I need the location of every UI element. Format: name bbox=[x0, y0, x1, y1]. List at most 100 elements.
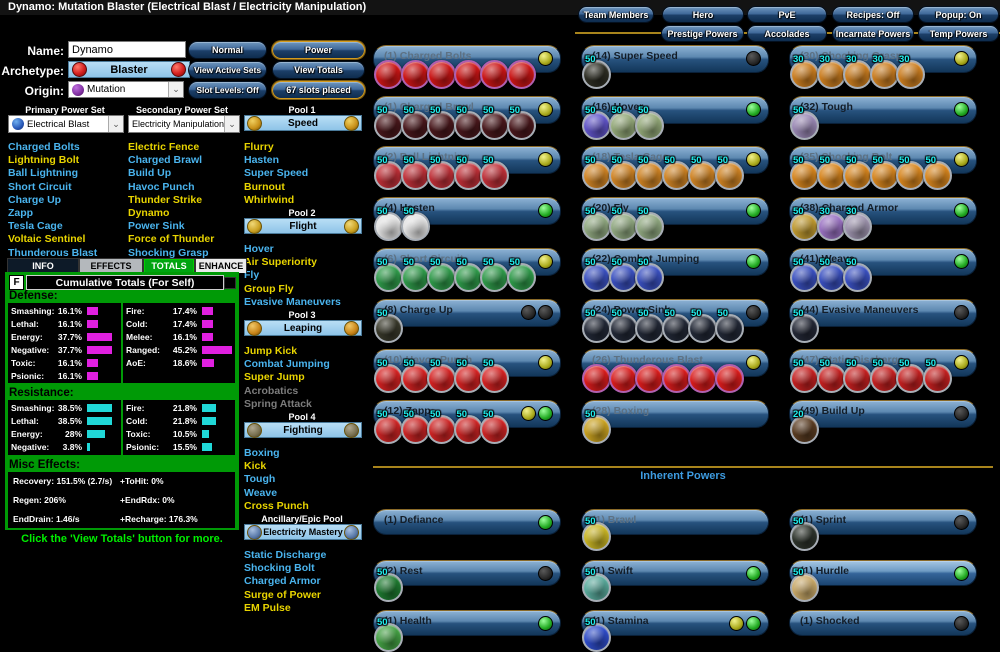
enhancement-slot[interactable]: 50 bbox=[790, 516, 819, 551]
enhancement-slot[interactable]: 50 bbox=[453, 155, 483, 191]
power-list-item[interactable]: Acrobatics bbox=[244, 384, 299, 397]
enhancement-slot[interactable]: 50 bbox=[427, 257, 456, 292]
enhancement-slot[interactable]: 50 bbox=[374, 257, 403, 292]
power-list-item[interactable]: Thunderous Blast bbox=[8, 246, 98, 259]
power-bar-32-tough[interactable]: (32) Tough bbox=[789, 95, 977, 124]
toggle-led-yellow[interactable] bbox=[538, 253, 553, 269]
enhancement-slot[interactable]: 50 bbox=[608, 257, 638, 292]
enhancement-slot[interactable] bbox=[688, 364, 717, 394]
enhancement-slot[interactable]: 50 bbox=[506, 257, 536, 292]
archetype-next-icon[interactable] bbox=[171, 62, 186, 77]
enhancement-slot[interactable]: 50 bbox=[480, 105, 509, 140]
top-button-hero[interactable]: Hero bbox=[662, 6, 744, 23]
power-list-item[interactable]: Burnout bbox=[244, 180, 285, 193]
tab-enhance[interactable]: ENHANCE bbox=[195, 258, 247, 273]
enhancement-slot[interactable]: 50 bbox=[790, 105, 819, 140]
enhancement-slot[interactable]: 50 bbox=[790, 308, 819, 343]
power-list-item[interactable]: Whirlwind bbox=[244, 193, 295, 206]
enhancement-slot[interactable]: 50 bbox=[582, 206, 611, 242]
power-bar-28-boxing[interactable]: (28) Boxing bbox=[581, 399, 769, 428]
enhancement-slot[interactable]: 50 bbox=[480, 257, 509, 292]
power-list-item[interactable]: Jump Kick bbox=[244, 345, 298, 357]
toggle-led-green[interactable] bbox=[954, 253, 969, 269]
enhancement-slot[interactable]: 50 bbox=[896, 358, 925, 394]
pool-select-leaping[interactable]: Leaping bbox=[244, 320, 362, 336]
enhancement-slot[interactable] bbox=[400, 60, 430, 89]
enhancement-slot[interactable]: 50 bbox=[635, 308, 664, 343]
enhancement-slot[interactable]: 50 bbox=[608, 155, 638, 191]
enhancement-slot[interactable]: 50 bbox=[582, 567, 611, 602]
leaping-pool-icon[interactable] bbox=[344, 320, 359, 336]
epic-pool-icon[interactable] bbox=[344, 524, 359, 540]
power-bar-1-brawl[interactable]: (1) Brawl bbox=[581, 509, 769, 535]
toggle-led-green[interactable] bbox=[746, 616, 761, 631]
power-bar-1-sprint[interactable]: (1) Sprint bbox=[789, 509, 977, 535]
enhancement-slot[interactable] bbox=[506, 60, 536, 89]
slots-placed-button[interactable]: 67 slots placed bbox=[272, 81, 365, 99]
enhancement-slot[interactable]: 50 bbox=[374, 358, 403, 394]
enhancement-slot[interactable]: 50 bbox=[843, 257, 872, 292]
power-bar-16-hover[interactable]: (16) Hover bbox=[581, 95, 769, 124]
enhancement-slot[interactable]: 50 bbox=[453, 105, 483, 140]
pool-select-speed[interactable]: Speed bbox=[244, 115, 362, 131]
enhancement-slot[interactable]: 50 bbox=[582, 308, 611, 343]
power-bar-14-super-speed[interactable]: (14) Super Speed bbox=[581, 45, 769, 73]
enhancement-slot[interactable]: 50 bbox=[582, 155, 611, 191]
enhancement-slot[interactable]: 50 bbox=[374, 409, 403, 444]
enhancement-slot[interactable]: 50 bbox=[427, 155, 456, 191]
enhancement-slot[interactable]: 50 bbox=[427, 409, 456, 444]
float-button[interactable]: F bbox=[9, 275, 24, 290]
enhancement-slot[interactable]: 30 bbox=[896, 54, 925, 89]
enhancement-slot[interactable]: 50 bbox=[374, 567, 403, 602]
leaping-pool-icon[interactable] bbox=[247, 320, 262, 336]
origin-select[interactable]: Mutation ⌄ bbox=[68, 81, 184, 98]
enhancement-slot[interactable] bbox=[453, 60, 483, 89]
power-list-item[interactable]: Short Circuit bbox=[8, 180, 72, 193]
toggle-led-green[interactable] bbox=[954, 101, 969, 117]
power-bar-49-build-up[interactable]: (49) Build Up bbox=[789, 399, 977, 428]
enhancement-slot[interactable]: 50 bbox=[506, 105, 536, 140]
toggle-led-green[interactable] bbox=[538, 203, 553, 219]
enhancement-slot[interactable]: 50 bbox=[790, 257, 819, 292]
enhancement-slot[interactable]: 50 bbox=[790, 358, 819, 394]
power-list-item[interactable]: Group Fly bbox=[244, 282, 294, 295]
top-button-team-members[interactable]: Team Members bbox=[578, 6, 654, 23]
toggle-led-dark[interactable] bbox=[538, 565, 553, 581]
enhancement-slot[interactable] bbox=[427, 60, 456, 89]
enhancement-slot[interactable]: 50 bbox=[635, 155, 664, 191]
enhancement-slot[interactable]: 50 bbox=[661, 155, 691, 191]
enhancement-slot[interactable]: 50 bbox=[714, 308, 744, 343]
fighting-pool-icon[interactable] bbox=[344, 422, 359, 438]
enhancement-slot[interactable] bbox=[374, 60, 403, 89]
toggle-led-dark[interactable] bbox=[746, 304, 761, 320]
toggle-led-yellow[interactable] bbox=[954, 152, 969, 168]
view-active-sets-button[interactable]: View Active Sets bbox=[188, 61, 267, 79]
toggle-led-yellow[interactable] bbox=[746, 152, 761, 168]
enhancement-slot[interactable]: 50 bbox=[582, 409, 611, 444]
power-list-item[interactable]: Fly bbox=[244, 269, 260, 282]
totals-checkbox[interactable] bbox=[224, 277, 236, 289]
power-list-item[interactable]: Build Up bbox=[128, 167, 172, 180]
power-list-item[interactable]: Dynamo bbox=[128, 207, 170, 220]
toggle-led-dark[interactable] bbox=[954, 304, 969, 320]
enhancement-slot[interactable]: 50 bbox=[922, 155, 952, 191]
enhancement-slot[interactable]: 50 bbox=[427, 358, 456, 394]
power-list-item[interactable]: Charge Up bbox=[8, 193, 62, 206]
power-bar-44-evasive-maneuvers[interactable]: (44) Evasive Maneuvers bbox=[789, 298, 977, 327]
toggle-led-green[interactable] bbox=[538, 616, 553, 631]
power-list-item[interactable]: Charged Armor bbox=[244, 575, 321, 588]
enhancement-slot[interactable]: 30 bbox=[843, 54, 872, 89]
enhancement-slot[interactable]: 50 bbox=[400, 358, 430, 394]
power-bar-1-health[interactable]: (1) Health bbox=[373, 610, 561, 636]
enhancement-slot[interactable]: 50 bbox=[843, 155, 872, 191]
enhancement-slot[interactable]: 50 bbox=[453, 257, 483, 292]
power-list-item[interactable]: Flurry bbox=[244, 141, 274, 153]
toggle-led-yellow[interactable] bbox=[538, 152, 553, 168]
power-list-item[interactable]: Spring Attack bbox=[244, 397, 312, 410]
power-list-item[interactable]: Ball Lightning bbox=[8, 167, 78, 180]
flight-pool-icon[interactable] bbox=[344, 218, 359, 234]
enhancement-slot[interactable]: 50 bbox=[790, 155, 819, 191]
enhancement-slot[interactable]: 50 bbox=[608, 206, 638, 242]
power-bar-41-weave[interactable]: (41) Weave bbox=[789, 247, 977, 276]
enhancement-slot[interactable]: 30 bbox=[843, 206, 872, 242]
